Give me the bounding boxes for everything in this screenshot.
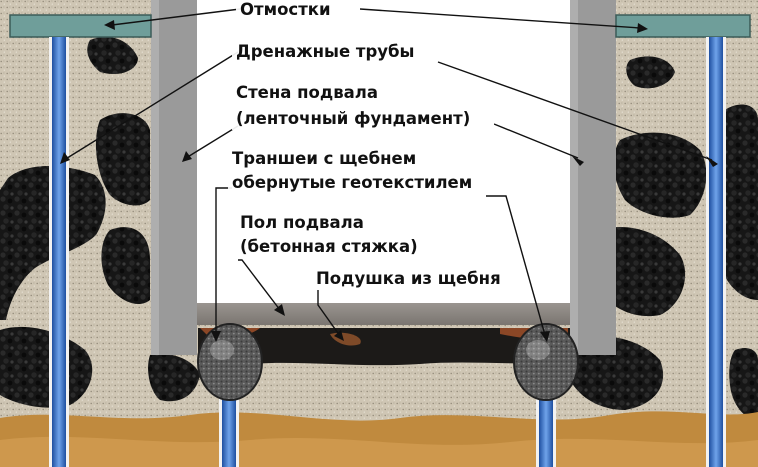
geotextile-trench-left (197, 323, 263, 401)
drain-pipe-right (706, 37, 726, 467)
label-concrete-screed: (бетонная стяжка) (240, 237, 418, 256)
geotextile-trench-right (513, 323, 579, 401)
label-basement-floor: Пол подвала (240, 213, 364, 232)
label-geotextile-wrapped: обернутые геотекстилем (232, 173, 472, 192)
label-strip-foundation: (ленточный фундамент) (236, 109, 470, 128)
sand-layer-highlight (0, 436, 758, 467)
label-gravel-trenches: Траншеи с щебнем (232, 149, 416, 168)
gravel-cushion (198, 328, 570, 366)
label-drain-pipes: Дренажные трубы (236, 42, 414, 61)
blind-area-right (615, 14, 751, 38)
basement-floor-slab (197, 303, 570, 325)
leader-arrowheads (60, 20, 718, 342)
label-gravel-cushion: Подушка из щебня (316, 269, 501, 288)
drain-pipe-left (49, 37, 69, 467)
blind-area-left (9, 14, 152, 38)
label-basement-wall: Стена подвала (236, 83, 378, 102)
label-blind-area: Отмостки (240, 0, 331, 19)
trench-pipe-left (219, 395, 239, 467)
gravel-backfill-right (570, 56, 758, 420)
trench-pipe-right (536, 395, 556, 467)
leader-lines (63, 8, 713, 337)
